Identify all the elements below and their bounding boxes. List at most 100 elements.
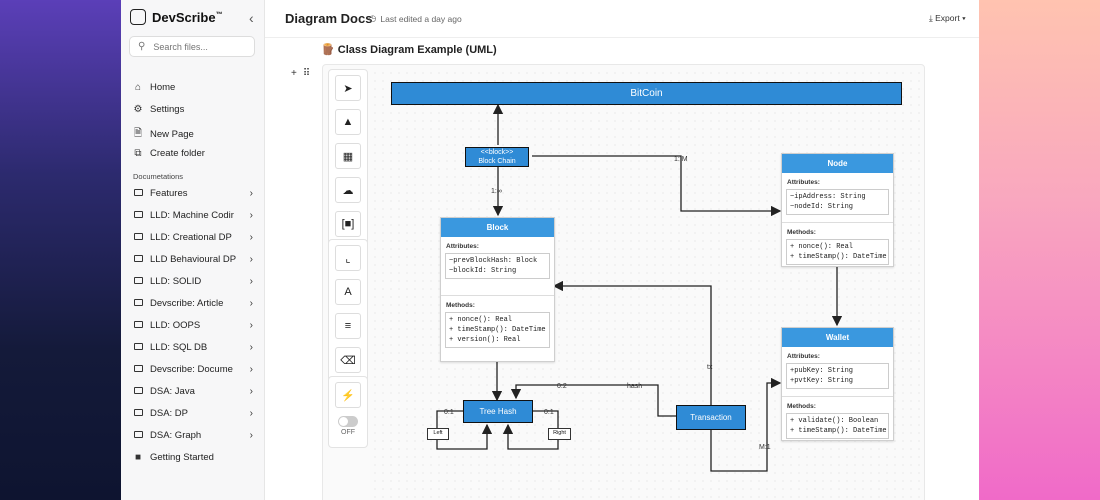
method: + nonce(): Real xyxy=(790,243,854,251)
frame-tool-icon[interactable]: [■] xyxy=(335,211,361,237)
add-block-icon[interactable]: + xyxy=(291,68,303,79)
methods-label: Methods: xyxy=(787,229,816,236)
sidebar-folder-lld-creational[interactable]: LLD: Creational DP › xyxy=(133,232,253,243)
toggle-switch[interactable] xyxy=(338,416,358,427)
chevron-right-icon: › xyxy=(249,430,253,441)
edge-blockchain-node xyxy=(532,155,782,217)
methods-label: Methods: xyxy=(787,403,816,410)
sidebar-folder-lld-sql[interactable]: LLD: SQL DB› xyxy=(133,342,253,353)
sidebar-folder-devscribe-article[interactable]: Devscribe: Article› xyxy=(133,298,253,309)
treehash-class[interactable]: Tree Hash xyxy=(463,400,533,423)
lines-tool-icon[interactable]: ≡ xyxy=(335,313,361,339)
node-title: Node xyxy=(782,154,893,173)
folder-label: DSA: Graph xyxy=(150,430,202,441)
diagram-canvas[interactable]: ➤ ▲ ▦ ☁ [■] ⌞ A ≡ ⌫ ⚡ OFF xyxy=(322,64,925,500)
drag-handle-icon[interactable]: ⠿ xyxy=(302,68,317,79)
last-edited: ◷ Last edited a day ago xyxy=(369,13,462,24)
page-title: Diagram Docs xyxy=(285,11,373,26)
sidebar-folder-lld-solid[interactable]: LLD: SOLID› xyxy=(133,276,253,287)
search-box[interactable]: ⚲ xyxy=(129,36,255,57)
caret-down-icon: ▾ xyxy=(962,13,966,23)
attributes-box: ~ipAddress: String ~nodeId: String xyxy=(786,189,889,215)
sidebar-folder-dsa-graph[interactable]: DSA: Graph › xyxy=(133,430,253,441)
method: + version(): Real xyxy=(449,336,521,344)
node-class[interactable]: Node Attributes: ~ipAddress: String ~nod… xyxy=(781,153,894,267)
sidebar-folder-devscribe-docume[interactable]: Devscribe: Docume› xyxy=(133,364,253,375)
app-name: DevScribe™ xyxy=(152,9,223,25)
folder-icon xyxy=(133,387,143,394)
bitcoin-class[interactable]: BitCoin xyxy=(391,82,902,105)
folder-label: Devscribe: Article xyxy=(150,298,224,309)
sidebar-item-home[interactable]: ⌂ Home xyxy=(133,82,253,93)
search-input[interactable] xyxy=(151,40,246,53)
section-label: Documetations xyxy=(133,172,184,181)
folder-label: DSA: Java xyxy=(150,386,195,397)
edge-left-treehash xyxy=(436,423,493,450)
chevron-right-icon: › xyxy=(249,232,253,243)
sidebar: DevScribe™ ‹ ⚲ ⌂ Home ⚙ Settings 🗎 New P… xyxy=(121,0,265,500)
folder-label: Features xyxy=(150,188,188,199)
sidebar-item-new-page[interactable]: 🗎 New Page xyxy=(133,126,253,143)
cloud-tool-icon[interactable]: ☁ xyxy=(335,177,361,203)
methods-box: + validate(): Boolean + timeStamp(): Dat… xyxy=(786,413,889,439)
chevron-right-icon: › xyxy=(249,364,253,375)
block-class[interactable]: Block Attributes: ~prevBlockHash: Block … xyxy=(440,217,555,362)
folder-label: LLD: Creational DP xyxy=(150,232,232,243)
method: + timeStamp(): DateTime xyxy=(790,427,887,435)
sidebar-folder-dsa-dp[interactable]: DSA: DP› xyxy=(133,408,253,419)
methods-label: Methods: xyxy=(446,302,475,309)
connectors: 1:∞ 1: M 0:1 0:1 0:2 hash tx M:1 xyxy=(436,103,843,472)
treehash-label: Tree Hash xyxy=(479,407,517,416)
components-tool-icon[interactable]: ▦ xyxy=(335,143,361,169)
sidebar-folder-lld-oops[interactable]: LLD: OOPS› xyxy=(133,320,253,331)
sidebar-folder-lld-machine[interactable]: LLD: Machine Codir› xyxy=(133,210,253,221)
sidebar-folder-lld-behavioural[interactable]: LLD Behavioural DP› xyxy=(133,254,253,265)
export-button[interactable]: ⤓ Export ▾ xyxy=(929,13,966,24)
folder-icon xyxy=(133,255,143,262)
search-icon: ⚲ xyxy=(138,41,146,52)
wallet-class[interactable]: Wallet Attributes: +pubKey: String +pvtK… xyxy=(781,327,894,441)
text-tool-icon[interactable]: A xyxy=(335,279,361,305)
attributes-box: +pubKey: String +pvtKey: String xyxy=(786,363,889,389)
folder-label: LLD: SOLID xyxy=(150,276,202,287)
pointer-tool-icon[interactable]: ➤ xyxy=(335,75,361,101)
right-node[interactable]: Right xyxy=(548,428,571,440)
attribute: ~nodeId: String xyxy=(790,203,854,211)
sidebar-item-create-folder[interactable]: ⧉ Create folder xyxy=(133,148,253,159)
sidebar-folder-features[interactable]: Features› xyxy=(133,188,253,199)
method: + nonce(): Real xyxy=(449,316,513,324)
edge-right-treehash xyxy=(502,423,559,450)
attributes-label: Attributes: xyxy=(787,353,820,360)
method: + validate(): Boolean xyxy=(790,417,879,425)
edge-transaction-block xyxy=(552,280,712,405)
sidebar-item-label: New Page xyxy=(150,129,194,140)
sidebar-item-label: Home xyxy=(150,82,176,93)
block-controls: +⠿ xyxy=(291,68,316,79)
brand[interactable]: DevScribe™ xyxy=(130,9,223,25)
sidebar-item-getting-started[interactable]: ■ Getting Started xyxy=(133,452,253,463)
blockchain-stereotype: <<block>> xyxy=(480,149,514,156)
chevron-right-icon: › xyxy=(249,320,253,331)
method: + timeStamp(): DateTime xyxy=(790,253,887,261)
edge-transaction-wallet xyxy=(710,377,782,472)
connector-tool-icon[interactable]: ⌞ xyxy=(335,245,361,271)
block-title: Block xyxy=(441,218,554,237)
left-node[interactable]: Left xyxy=(427,428,449,440)
sidebar-item-settings[interactable]: ⚙ Settings xyxy=(133,104,253,115)
sidebar-item-label: Settings xyxy=(150,104,185,115)
sidebar-folder-dsa-java[interactable]: DSA: Java› xyxy=(133,386,253,397)
left-label: Left xyxy=(433,430,443,436)
blockchain-class[interactable]: <<block>> Block Chain xyxy=(465,147,529,167)
attribute: ~prevBlockHash: Block xyxy=(449,257,538,265)
folder-icon xyxy=(133,343,143,350)
eraser-tool-icon[interactable]: ⌫ xyxy=(335,347,361,373)
folder-icon xyxy=(133,233,143,240)
toolbar-connectors: ⌞ A ≡ ⌫ xyxy=(328,239,368,382)
bolt-tool-icon[interactable]: ⚡ xyxy=(335,382,361,408)
transaction-class[interactable]: Transaction xyxy=(676,405,746,430)
folder-label: LLD Behavioural DP xyxy=(150,254,237,265)
shapes-tool-icon[interactable]: ▲ xyxy=(335,109,361,135)
attributes-box: ~prevBlockHash: Block ~blockId: String xyxy=(445,253,550,279)
new-page-icon: 🗎 xyxy=(133,128,143,139)
collapse-sidebar-icon[interactable]: ‹ xyxy=(249,10,254,26)
